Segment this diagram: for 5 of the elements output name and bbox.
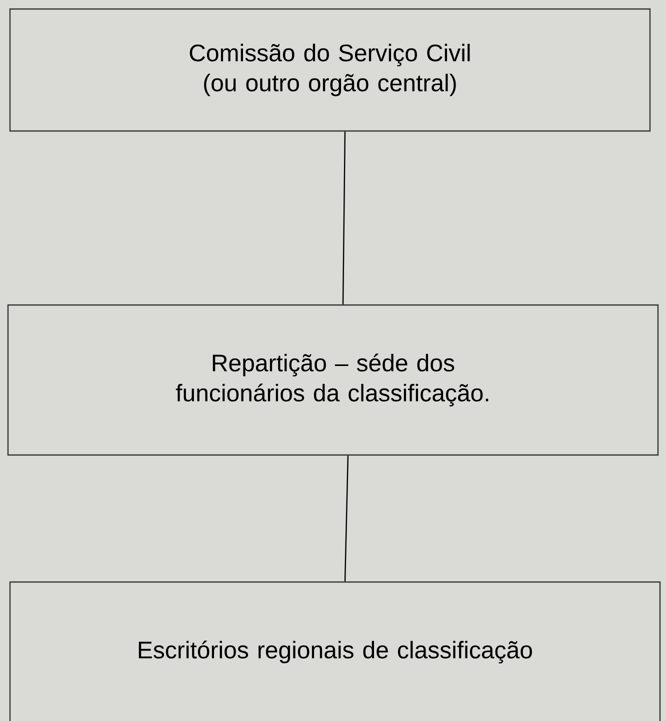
connector-line [342, 132, 346, 304]
text-box: Repartição – séde dos funcionários da classificação. [7, 304, 659, 456]
connector-line [344, 456, 349, 582]
text-box: Comissão do Serviço Civil (ou outro orgão central) [9, 8, 651, 132]
text-box: Escritórios regionais de classificação [9, 581, 661, 721]
